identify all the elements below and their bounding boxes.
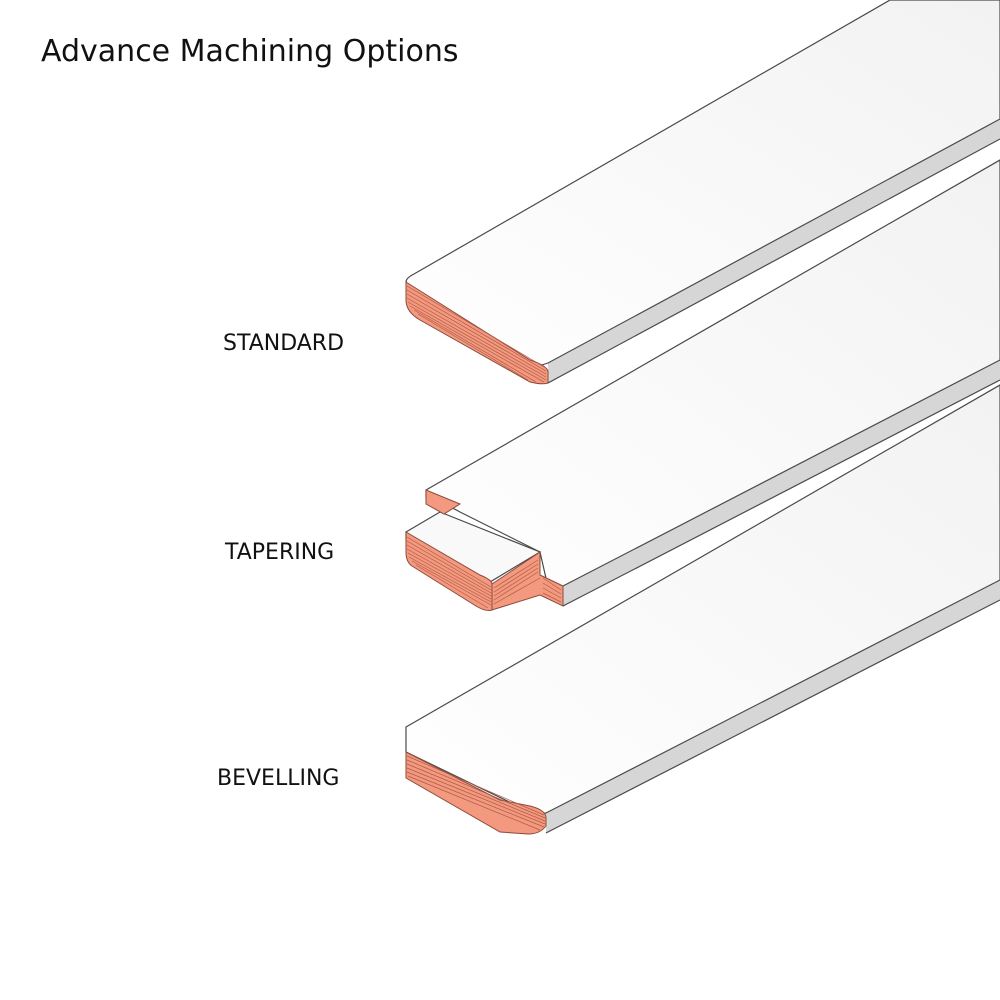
tapered-bar-icon	[405, 159, 1000, 611]
bevelled-bar-icon	[405, 384, 1000, 835]
option-label-tapering: TAPERING	[225, 540, 335, 565]
bevelled-bar-laminations	[406, 755, 546, 831]
standard-bar-icon	[405, 0, 1000, 385]
standard-bar-laminations	[406, 285, 547, 383]
page-title: Advance Machining Options	[41, 34, 459, 69]
option-label-bevelling: BEVELLING	[217, 766, 340, 791]
option-label-standard: STANDARD	[223, 331, 345, 356]
tapered-bar-side	[563, 360, 1000, 606]
tapered-bar-laminations	[406, 536, 562, 609]
tapered-bar-shoulder	[425, 489, 462, 515]
tapered-bar-copper-step	[491, 551, 564, 611]
standard-bar-side	[548, 119, 1000, 383]
bevelled-bar-side	[546, 580, 1000, 833]
